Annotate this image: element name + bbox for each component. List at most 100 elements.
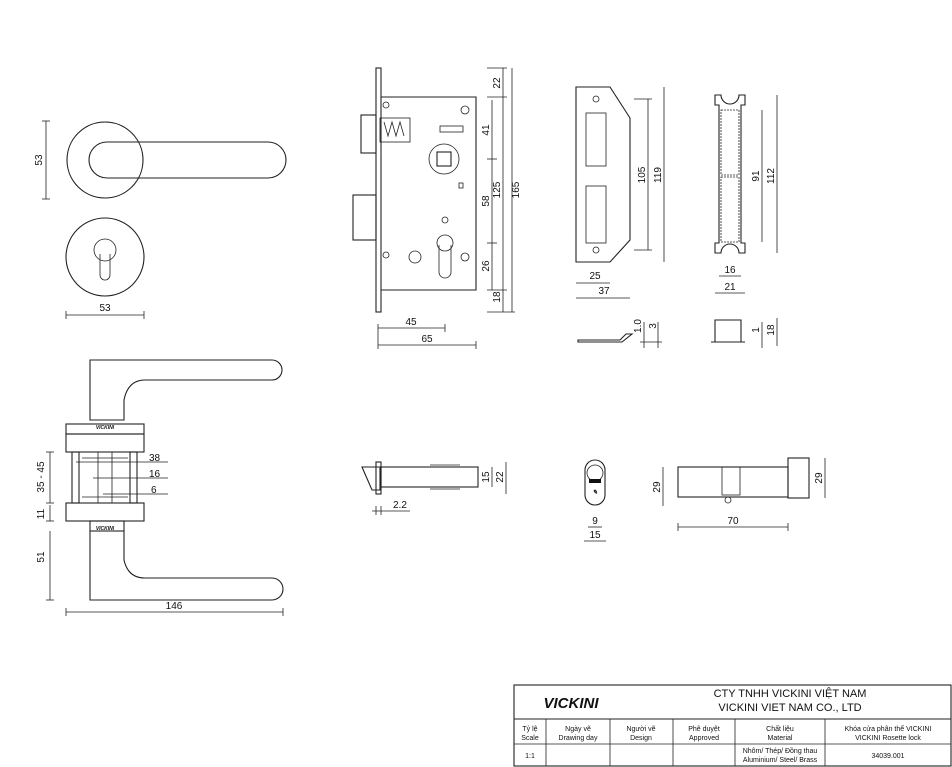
dim-spindle-6: 6 [151,485,157,496]
strike-profile [577,333,634,343]
header-material-en: Material [768,735,793,742]
dim-rosette-thickness: 11 [36,508,47,519]
dim-strike-105: 105 [637,166,648,183]
strike-box-upper [720,109,740,176]
header-approved-vi: Phê duyệt [688,726,720,733]
cylinder-plug [586,464,604,482]
dim-cyl-9: 9 [592,516,598,527]
cylinder-body [677,466,789,498]
header-scale-en: Scale [521,735,539,742]
dim-case-height: 165 [511,181,522,198]
dim-bolt-15: 15 [481,471,492,483]
header-product-vi: Khóa cửa phân thể VICKINI [845,725,932,733]
case-screw-hole [408,250,422,264]
cylinder-screw-hole [724,496,732,504]
dim-case-41: 41 [481,124,492,136]
title-block-frame [513,684,952,767]
strike-plate-outline [575,86,631,263]
dim-case-26: 26 [481,260,492,272]
company-logo: VICKINI [543,695,599,712]
mortise-case-view: 22 41 125 58 26 18 165 45 65 [352,67,522,349]
cylinder-end-view: ✎ 9 15 [584,459,606,542]
scale-value: 1:1 [525,753,535,760]
material-value-vi: Nhôm/ Thép/ Đồng thau [743,746,818,755]
case-screw [460,105,470,115]
dim-strike-t1: 1.0 [633,319,644,333]
lower-rosette-body [65,502,145,522]
cylinder-thumbturn [787,457,810,499]
dim-box-18: 18 [766,324,777,336]
lever-grip-outline [88,141,287,179]
product-code: 34039.001 [871,753,904,760]
dim-lever-length: 146 [166,601,183,612]
upper-lever-outline [89,359,283,421]
dim-box-21: 21 [724,282,736,293]
bolt-side-view: 15 22 2.2 [361,461,507,515]
dim-strike-119: 119 [653,167,664,183]
latch-bolt [360,114,377,154]
company-name-vi: CTY TNHH VICKINI VIỆT NAM [714,687,867,700]
dim-case-bottom: 18 [492,291,503,303]
cylinder-cut [438,245,452,279]
title-block: VICKINI CTY TNHH VICKINI VIỆT NAM VICKIN… [513,684,952,767]
cylinder-cam-hole [436,234,454,252]
dim-rosette-height: 53 [34,154,45,166]
dim-lever-projection: 51 [36,551,47,563]
cylinder-profile [584,459,606,506]
case-pin [458,182,464,189]
escutcheon-outline [65,217,145,297]
screw-post-right [129,451,138,504]
dim-strike-25: 25 [589,271,601,282]
dim-box-112: 112 [766,168,777,184]
dim-bolt-22: 22 [495,471,506,483]
keyhole-circle [93,238,117,262]
cylinder-brand-mark [589,479,601,483]
upper-rosette-body [65,433,145,453]
header-material-vi: Chất liệu [766,724,794,733]
dim-cyl-knob-29: 29 [814,472,825,484]
case-slot [439,125,464,133]
dim-rosette-width: 53 [99,303,111,314]
case-screw [382,101,390,109]
strike-bolt-opening [585,185,607,244]
dim-spindle-16: 16 [149,469,161,480]
header-scale-vi: Tỷ lệ [522,726,537,733]
header-date-vi: Ngày vẽ [565,726,591,733]
keyhole-slot [99,254,111,281]
brand-mark-top: VICKINI [96,425,115,431]
lever-side-view: VICKINI VICKINI 38 16 6 35 - 45 11 51 14… [36,359,284,616]
header-approved-en: Approved [689,735,719,742]
dim-case-125: 125 [492,181,503,198]
strike-box-lower [720,176,740,243]
dim-door-thickness: 35 - 45 [36,461,47,493]
dim-cyl-15: 15 [589,530,601,541]
strike-box-outline [714,94,746,254]
material-value-en: Aluminium/ Steel/ Brass [743,757,818,764]
bolt-head [361,466,381,491]
case-screw [382,251,390,259]
spring-coil [383,120,405,138]
dim-box-16: 16 [724,265,736,276]
case-body [381,96,477,291]
faceplate [375,67,382,313]
strike-latch-opening [585,112,607,167]
lower-lever-outline [89,530,284,601]
lever-front-view: 53 [34,120,287,200]
company-name-en: VICKINI VIET NAM CO., LTD [718,702,861,714]
latch-spring [379,117,411,143]
case-screw [441,216,449,224]
dead-bolt [352,194,377,241]
dim-cyl-70: 70 [727,516,739,527]
strike-plate-view: 105 119 25 37 1.0 3 [575,86,665,348]
strike-screw-hole [592,95,600,103]
dim-strike-t2: 3 [648,323,659,329]
strike-screw-hole [592,246,600,254]
dim-bolt-2-2: 2.2 [393,500,407,511]
bolt-body [380,466,479,488]
strike-box-view: 91 112 16 21 1 18 [711,94,778,348]
header-design-vi: Người vẽ [626,726,655,733]
brand-mark-bottom: VICKINI [96,526,115,532]
dim-case-58: 58 [481,195,492,207]
dim-case-top: 22 [492,77,503,89]
cylinder-key-icon: ✎ [592,489,597,496]
